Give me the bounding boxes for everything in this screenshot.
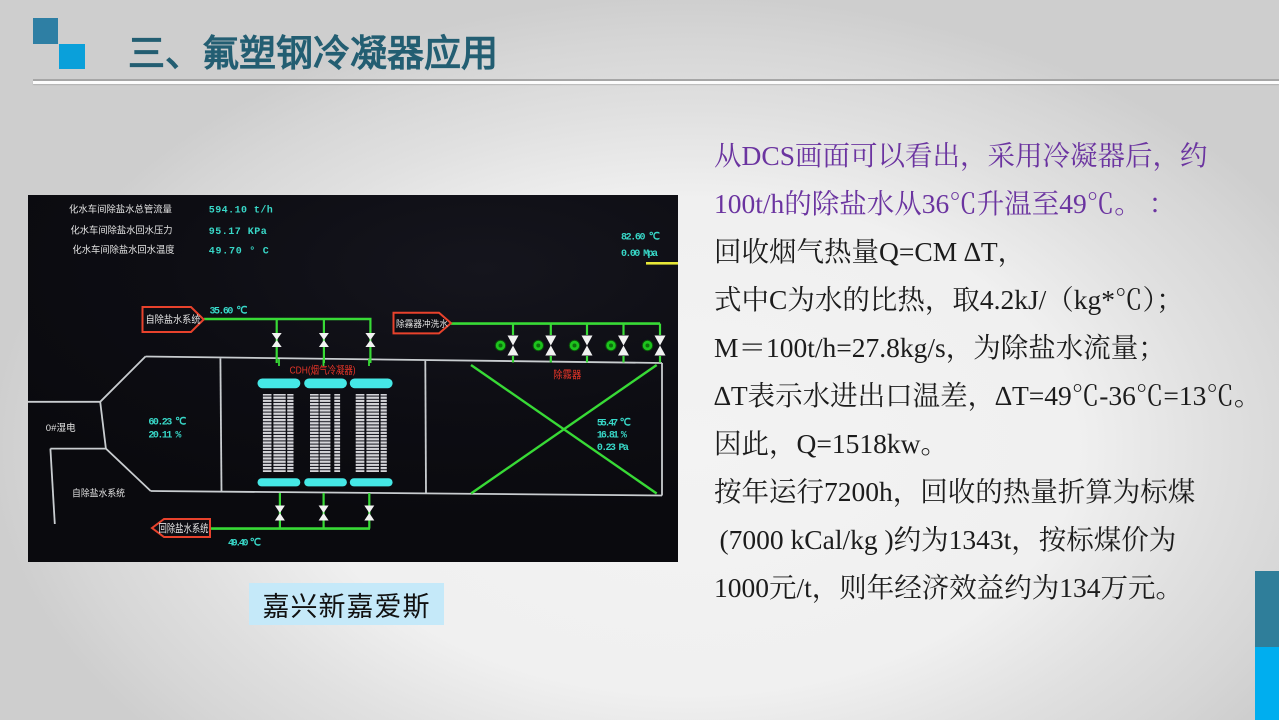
svg-text:除霧器冲洗水: 除霧器冲洗水	[396, 318, 448, 329]
svg-text:60.23 ℃: 60.23 ℃	[148, 416, 186, 428]
svg-text:化水车间除盐水回水温度: 化水车间除盐水回水温度	[73, 244, 175, 256]
svg-text:除霧器: 除霧器	[553, 368, 581, 381]
svg-text:20.11 %: 20.11 %	[148, 430, 181, 441]
svg-text:95.17 KPa: 95.17 KPa	[209, 227, 267, 238]
svg-text:55.47 ℃: 55.47 ℃	[597, 417, 631, 429]
svg-text:化水车间除盐水总管流量: 化水车间除盐水总管流量	[69, 203, 172, 215]
svg-text:35.60 ℃: 35.60 ℃	[210, 306, 248, 318]
svg-text:594.10 t/h: 594.10 t/h	[209, 205, 273, 217]
svg-text:49.70 ° C: 49.70 ° C	[209, 245, 269, 257]
svg-text:化水车间除盐水回水压力: 化水车间除盐水回水压力	[71, 225, 173, 237]
svg-text:16.81 %: 16.81 %	[597, 430, 627, 441]
svg-text:0.00 Mpa: 0.00 Mpa	[621, 249, 658, 260]
svg-text:82.60 ℃: 82.60 ℃	[621, 232, 660, 244]
svg-text:49.40 ℃: 49.40 ℃	[228, 538, 261, 550]
svg-text:回除盐水系统: 回除盐水系统	[159, 521, 209, 535]
svg-text:0.23 Pa: 0.23 Pa	[597, 443, 629, 454]
svg-text:0#湿电: 0#湿电	[46, 422, 76, 434]
svg-text:CDH(烟气冷凝器): CDH(烟气冷凝器)	[290, 364, 356, 377]
svg-text:自除盐水系统: 自除盐水系统	[146, 313, 201, 326]
svg-text:自除盐水系统: 自除盐水系统	[72, 488, 125, 500]
